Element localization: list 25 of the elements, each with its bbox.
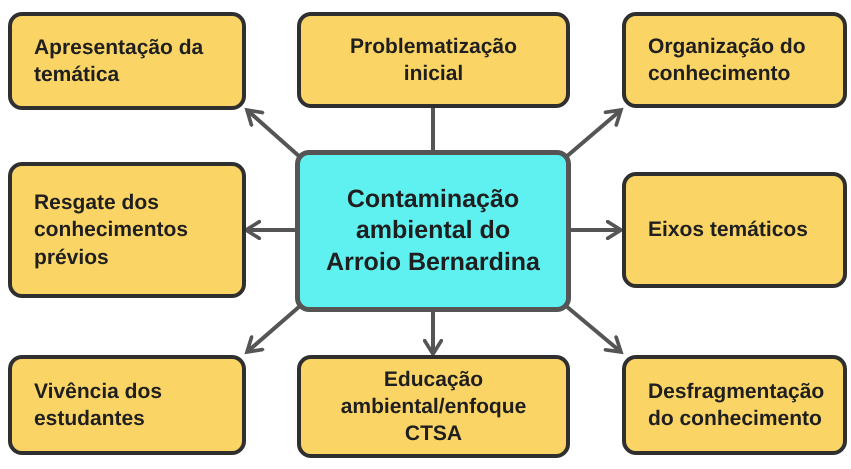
box-label: Resgate dos conhecimentos prévios bbox=[34, 190, 190, 271]
topic-box bbox=[622, 12, 847, 108]
box-label: Organização do conhecimento bbox=[648, 34, 807, 87]
box-label: Problematização inicial bbox=[349, 34, 518, 87]
arrow bbox=[564, 108, 623, 159]
topic-box bbox=[8, 355, 246, 455]
topic-box bbox=[297, 12, 570, 108]
topic-box bbox=[8, 12, 246, 110]
topic-box bbox=[297, 355, 570, 458]
arrow bbox=[422, 312, 444, 356]
box-label: Apresentação da temática bbox=[34, 34, 204, 88]
arrow bbox=[245, 304, 302, 354]
topic-box bbox=[622, 355, 847, 455]
box-label: Contaminação ambiental do Arroio Bernardina bbox=[325, 184, 541, 278]
arrow bbox=[245, 108, 302, 158]
box-label: Desfragmentação do conhecimento bbox=[648, 378, 824, 432]
arrow bbox=[571, 220, 623, 240]
central-topic-box bbox=[295, 150, 571, 312]
box-label: Vivência dos estudantes bbox=[34, 378, 164, 432]
box-label: Educação ambiental/enfoque CTSA bbox=[340, 366, 528, 448]
topic-box bbox=[8, 162, 246, 298]
arrow bbox=[564, 304, 623, 354]
arrow bbox=[244, 220, 295, 240]
topic-box bbox=[622, 172, 847, 288]
box-label: Eixos temáticos bbox=[648, 217, 808, 244]
